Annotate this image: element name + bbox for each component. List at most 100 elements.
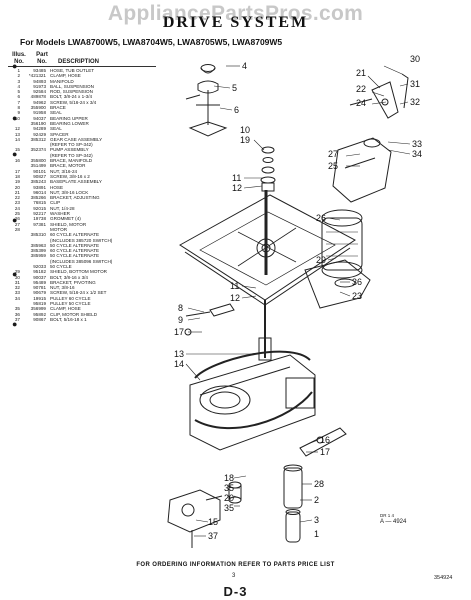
callout-35: 35: [224, 503, 234, 513]
part-no: 385963: [30, 242, 46, 248]
callout-6: 6: [234, 105, 239, 115]
callout-12: 12: [232, 183, 242, 193]
part-description: ROD, SUSPENSION: [50, 89, 93, 95]
illus-no: 28: [14, 226, 20, 232]
part-description: 60 CYCLE ALTERNATE: [50, 248, 100, 254]
part-no: 93891: [33, 184, 46, 190]
part-description: PULLEY 60 CYCLE: [50, 295, 91, 301]
part-no: 94962: [33, 99, 46, 105]
outlet-hose-drawing: [283, 464, 303, 543]
part-description: SCREW, 3/8-16 x 2: [50, 173, 90, 179]
illus-no: 4: [17, 83, 20, 89]
illus-no: 21: [14, 189, 20, 195]
callout-11: 11: [232, 173, 241, 183]
part-description: CLAMP, HOSE: [50, 73, 81, 79]
callout-32: 32: [410, 97, 420, 107]
illus-no: 8: [17, 105, 20, 111]
part-no: 355800: [30, 158, 46, 164]
part-no: 351499: [30, 163, 46, 169]
callout-10: 10: [240, 125, 250, 135]
illus-no: 1: [17, 68, 20, 73]
callout-8: 8: [178, 303, 183, 313]
hose-clamp-drawing: [228, 481, 242, 504]
illus-no: 30: [14, 274, 20, 280]
callout-5: 5: [232, 83, 237, 93]
parts-row: (REFER TO SP-342): [8, 153, 156, 158]
part-no: 76815: [33, 200, 46, 206]
drawing-reference: DR 1 4 A — 4924: [380, 512, 406, 526]
callout-30: 30: [410, 54, 420, 64]
illus-no: 22: [14, 195, 20, 201]
part-no: 355900: [30, 105, 46, 111]
part-description: BRACE, MANIFOLD: [50, 158, 93, 164]
callout-17: 17: [320, 447, 330, 457]
illus-no: 12: [14, 126, 20, 132]
gear-case-drawing: [189, 350, 316, 451]
page-number: 3: [232, 573, 236, 579]
callout-20: 20: [224, 493, 234, 503]
part-description: CLIP, MOTOR SHIELD: [50, 311, 98, 317]
part-description: SHIELD, BOTTOM MOTOR: [50, 269, 108, 275]
part-no: 91973: [33, 83, 46, 89]
part-description: HOSE: [50, 184, 64, 190]
illus-no: 25: [14, 211, 20, 217]
watermark: AppliancePartsPros.com: [107, 2, 364, 25]
part-description: (REFER TO SP-342): [50, 152, 93, 158]
illus-no: 35: [14, 306, 20, 312]
illus-no: 26: [14, 216, 20, 222]
callout-12: 12: [230, 293, 240, 303]
illus-no: 18: [14, 173, 20, 179]
parts-row: (INCLUDES 385096 SWITCH): [8, 259, 156, 264]
part-no: 92015: [33, 205, 46, 211]
part-description: PUMP ASSEMBLY: [50, 147, 89, 153]
part-no: 94893: [33, 78, 46, 84]
part-no: *421321: [28, 73, 46, 79]
part-no: 92429: [33, 131, 46, 137]
parts-row: (INCLUDES 385720 SWITCH): [8, 238, 156, 243]
illus-no: 37: [14, 316, 20, 322]
bullet-marker: ●: [12, 61, 18, 71]
bearing-stack-drawing: [260, 146, 276, 192]
part-description: BRACKET, PIVOTING: [50, 279, 96, 285]
part-description: PULLEY 50 CYCLE: [50, 301, 91, 307]
part-description: WASHER: [50, 211, 70, 217]
suspension-ball-drawing: [200, 64, 216, 74]
part-description: SHIELD, MOTOR: [50, 221, 87, 227]
part-no: 385243: [30, 179, 46, 185]
part-description: HOSE, TUB OUTLET: [50, 68, 95, 73]
part-description: GROMMET (4): [50, 216, 81, 222]
part-no: 95489: [33, 279, 46, 285]
illus-no: 19: [14, 179, 20, 185]
drawing-ref-line1: DR 1 4: [380, 513, 395, 518]
illus-no: 14: [14, 136, 20, 142]
part-description: SCREW, 5/16-24 x 1/2 SET: [50, 290, 107, 296]
callout-26: 26: [316, 213, 326, 223]
illus-no: 5: [17, 89, 20, 95]
part-description: BOLT, 5/16-18 x 1: [50, 316, 87, 322]
bullet-marker: ●: [12, 113, 18, 123]
part-no: 92217: [33, 211, 46, 217]
illus-no: 34: [14, 295, 20, 301]
manifold-brace-drawing: [299, 427, 347, 457]
